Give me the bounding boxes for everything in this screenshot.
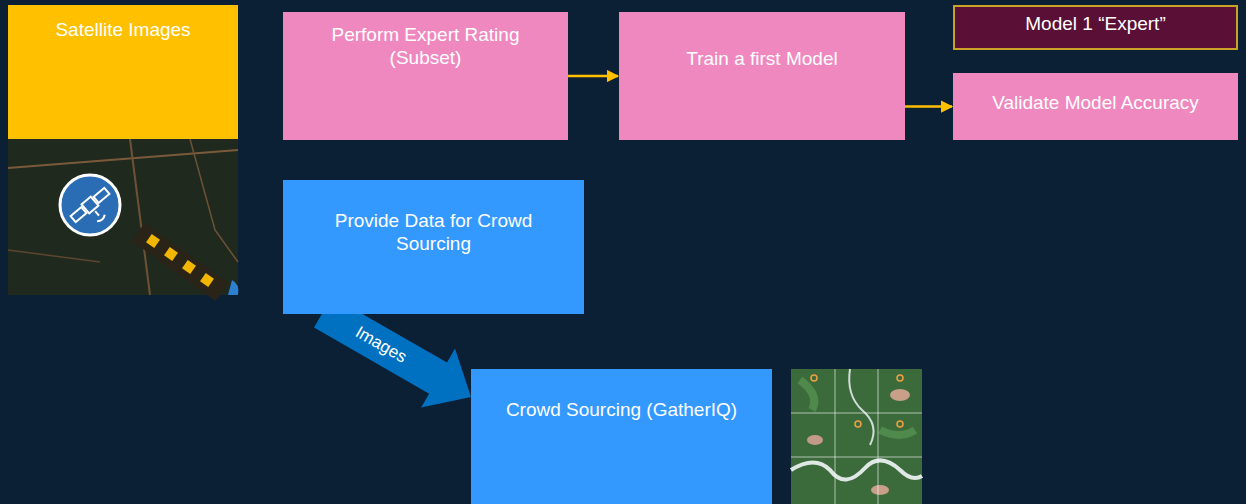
box-label: Model 1 “Expert” <box>1025 13 1165 36</box>
box-label: Validate Model Accuracy <box>992 92 1199 115</box>
process-box: Perform Expert Rating (Subset) <box>283 12 568 140</box>
arrow-label: Images <box>351 322 409 367</box>
model-box: Model 1 “Expert” <box>953 5 1238 50</box>
process-box: Train a first Model <box>619 12 905 140</box>
source-box: Satellite Images <box>8 5 238 139</box>
box-label: Perform Expert Rating (Subset) <box>317 24 534 70</box>
box-label: Satellite Images <box>55 19 190 42</box>
process-box: Crowd Sourcing (GatherIQ) <box>471 369 772 504</box>
satellite-image <box>8 139 238 295</box>
box-label: Provide Data for Crowd Sourcing <box>317 210 550 256</box>
process-box: Validate Model Accuracy <box>953 73 1238 140</box>
flow-arrow <box>568 75 618 78</box>
map-thumbnail <box>791 369 922 504</box>
process-box: Provide Data for Crowd Sourcing <box>283 180 584 314</box>
flow-arrow <box>905 105 952 108</box>
box-label: Train a first Model <box>686 48 837 71</box>
box-label: Crowd Sourcing (GatherIQ) <box>506 399 737 422</box>
